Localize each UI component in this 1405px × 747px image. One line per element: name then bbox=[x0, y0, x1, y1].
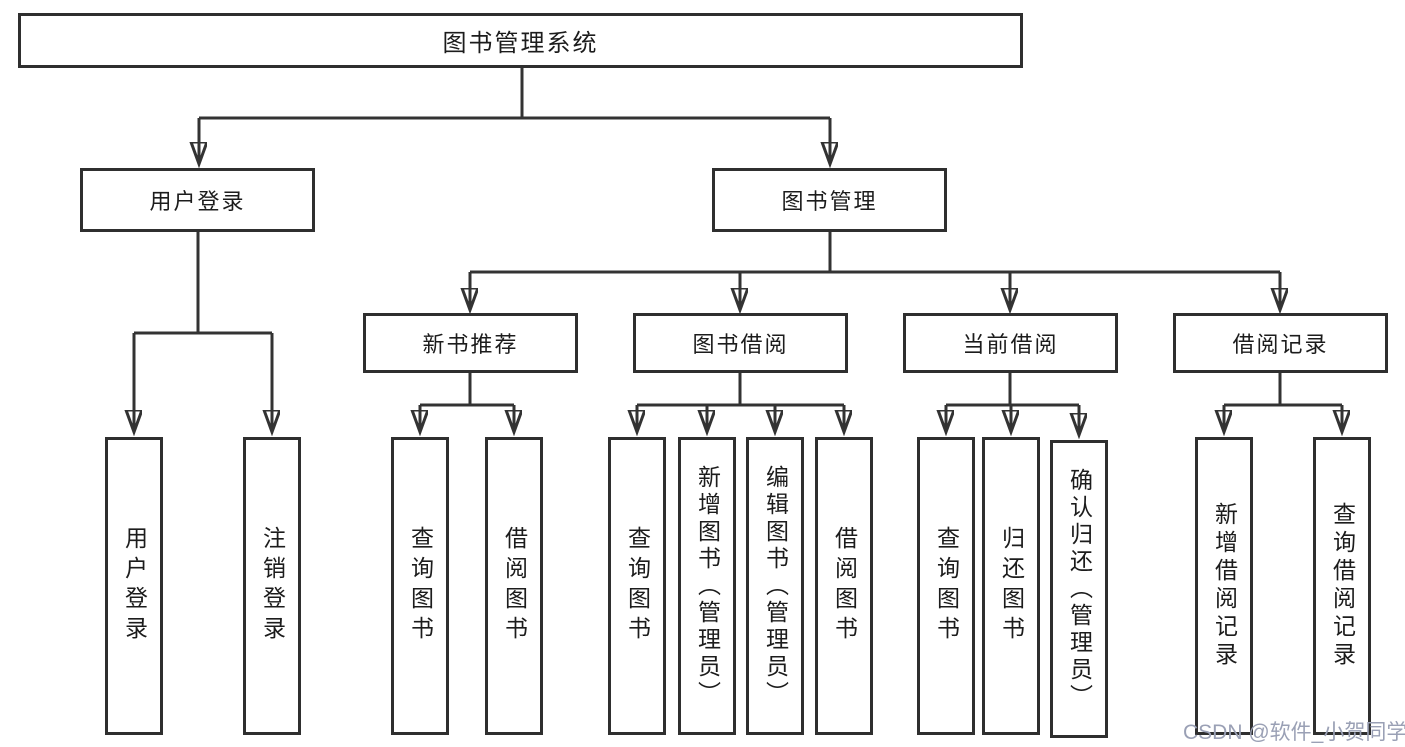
node-library-management-system: 图书管理系统 bbox=[18, 13, 1023, 68]
leaf-query-books: 查询图书 bbox=[608, 437, 666, 735]
connector-newbook-to-leaves bbox=[420, 373, 514, 430]
node-borrowing-records: 借阅记录 bbox=[1173, 313, 1388, 373]
leaf-return-books: 归还图书 bbox=[982, 437, 1040, 735]
leaf-logout: 注销登录 bbox=[243, 437, 301, 735]
leaf-query-books: 查询图书 bbox=[917, 437, 975, 735]
leaf-query-books: 查询图书 bbox=[391, 437, 449, 735]
leaf-confirm-return-admin: 确认归还（管理员） bbox=[1050, 440, 1108, 738]
leaf-borrow-books: 借阅图书 bbox=[815, 437, 873, 735]
connector-borrow-to-leaves bbox=[637, 373, 844, 430]
node-current-borrowing: 当前借阅 bbox=[903, 313, 1118, 373]
leaf-add-borrow-record: 新增借阅记录 bbox=[1195, 437, 1253, 735]
connector-root-to-level2 bbox=[199, 68, 830, 162]
leaf-query-borrow-record: 查询借阅记录 bbox=[1313, 437, 1371, 735]
leaf-edit-books-admin: 编辑图书（管理员） bbox=[746, 437, 804, 735]
node-book-management: 图书管理 bbox=[712, 168, 947, 232]
connector-login-to-leaves bbox=[134, 232, 272, 430]
leaf-add-books-admin: 新增图书（管理员） bbox=[678, 437, 736, 735]
csdn-watermark: CSDN @软件_小贺同学 bbox=[1183, 721, 1405, 744]
node-new-book-recommendation: 新书推荐 bbox=[363, 313, 578, 373]
leaf-user-login: 用户登录 bbox=[105, 437, 163, 735]
leaf-borrow-books: 借阅图书 bbox=[485, 437, 543, 735]
connector-records-to-leaves bbox=[1224, 373, 1342, 430]
connector-management-to-level3 bbox=[470, 232, 1280, 308]
node-user-login: 用户登录 bbox=[80, 168, 315, 232]
connector-current-to-leaves bbox=[946, 373, 1079, 433]
node-book-borrowing: 图书借阅 bbox=[633, 313, 848, 373]
